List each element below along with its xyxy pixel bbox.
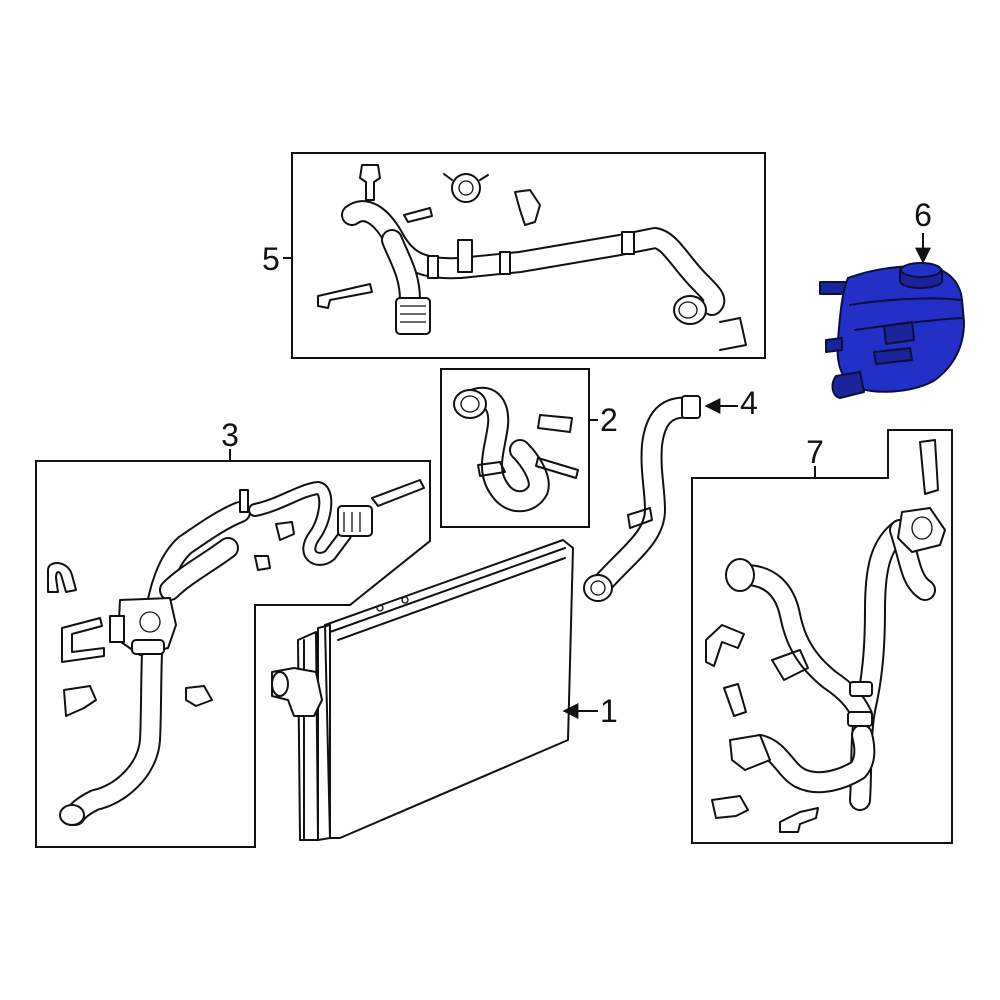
callout-6: 6 — [914, 197, 932, 233]
part-5-box — [291, 152, 766, 359]
part-7-box — [691, 429, 953, 844]
part-6-coolant-reservoir[interactable] — [819, 262, 965, 399]
part-1-radiator[interactable] — [271, 539, 574, 841]
callout-2: 2 — [600, 402, 618, 438]
part-3-group[interactable] — [35, 460, 431, 848]
part-5-group[interactable] — [291, 152, 766, 359]
part-7-group[interactable] — [691, 429, 953, 844]
callout-3: 3 — [221, 417, 239, 453]
callout-7: 7 — [806, 434, 824, 470]
callout-4: 4 — [740, 385, 758, 421]
part-2-box — [440, 368, 590, 528]
part-2-group[interactable] — [440, 368, 590, 528]
part-4-hose[interactable] — [583, 395, 701, 602]
callout-1: 1 — [600, 693, 618, 729]
callout-5: 5 — [262, 241, 280, 277]
part-3-box — [35, 460, 431, 848]
